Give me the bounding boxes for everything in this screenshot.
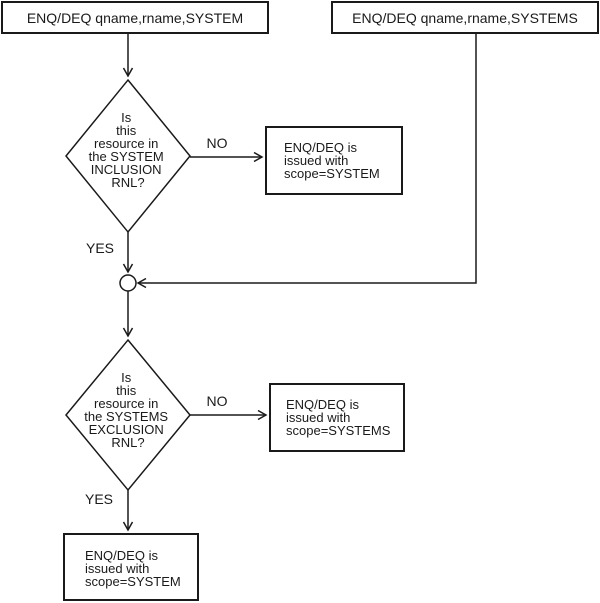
result-inclusion-no-label: ENQ/DEQ is issued with scope=SYSTEM — [284, 140, 380, 181]
entry-system-label: ENQ/DEQ qname,rname,SYSTEM — [27, 10, 243, 26]
entry-system-box — [1, 1, 269, 34]
exclusion-no-label: NO — [207, 393, 228, 409]
result-inclusion-no-box — [265, 126, 403, 195]
connector-circle — [119, 274, 137, 292]
decision-exclusion-label: Is this resource in the SYSTEMS EXCLUSIO… — [84, 370, 171, 450]
exclusion-yes-label: YES — [85, 491, 113, 507]
result-exclusion-no-box — [269, 383, 405, 452]
result-exclusion-yes-box — [63, 533, 199, 601]
result-exclusion-no-label: ENQ/DEQ is issued with scope=SYSTEMS — [286, 397, 391, 438]
decision-inclusion-label: Is this resource in the SYSTEM INCLUSION… — [89, 110, 168, 190]
arrow-systems-to-connector — [136, 33, 477, 289]
inclusion-yes-label: YES — [86, 240, 114, 256]
entry-systems-label: ENQ/DEQ qname,rname,SYSTEMS — [352, 10, 578, 26]
inclusion-no-label: NO — [207, 135, 228, 151]
result-exclusion-yes-label: ENQ/DEQ is issued with scope=SYSTEM — [85, 548, 181, 589]
entry-systems-box — [331, 1, 599, 34]
